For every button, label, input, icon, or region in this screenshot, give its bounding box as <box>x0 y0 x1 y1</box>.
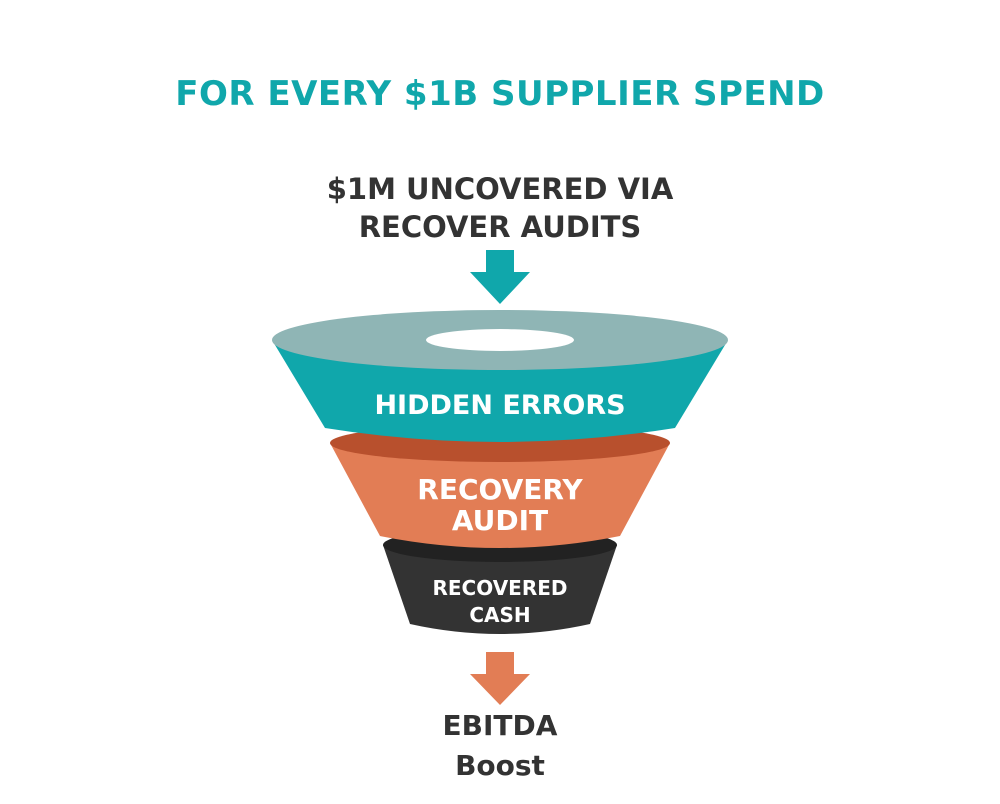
top-caption: $1M UNCOVERED VIA RECOVER AUDITS <box>0 170 1000 246</box>
page-title: FOR EVERY $1B SUPPLIER SPEND <box>175 74 825 114</box>
funnel-stage-recovery-audit: RECOVERY AUDIT <box>330 424 670 548</box>
down-arrow-icon-top <box>470 250 530 304</box>
funnel-label-recovery-audit-line-2: AUDIT <box>452 504 548 537</box>
top-caption-line-2: RECOVER AUDITS <box>358 210 642 244</box>
funnel-label-recovery-audit-line-1: RECOVERY <box>417 473 583 506</box>
bottom-caption-line-1: EBITDA <box>442 709 558 742</box>
top-caption-line-1: $1M UNCOVERED VIA <box>326 172 674 206</box>
bottom-caption-line-2: Boost <box>455 749 545 782</box>
bottom-caption: EBITDA Boost <box>0 706 1000 786</box>
funnel-label-recovered-cash-line-1: RECOVERED <box>432 576 567 600</box>
funnel-label-hidden-errors: HIDDEN ERRORS <box>374 390 625 421</box>
funnel-label-recovered-cash-line-2: CASH <box>469 603 530 627</box>
down-arrow-icon-bottom <box>470 652 530 705</box>
funnel-stage-hidden-errors: HIDDEN ERRORS <box>272 310 728 442</box>
